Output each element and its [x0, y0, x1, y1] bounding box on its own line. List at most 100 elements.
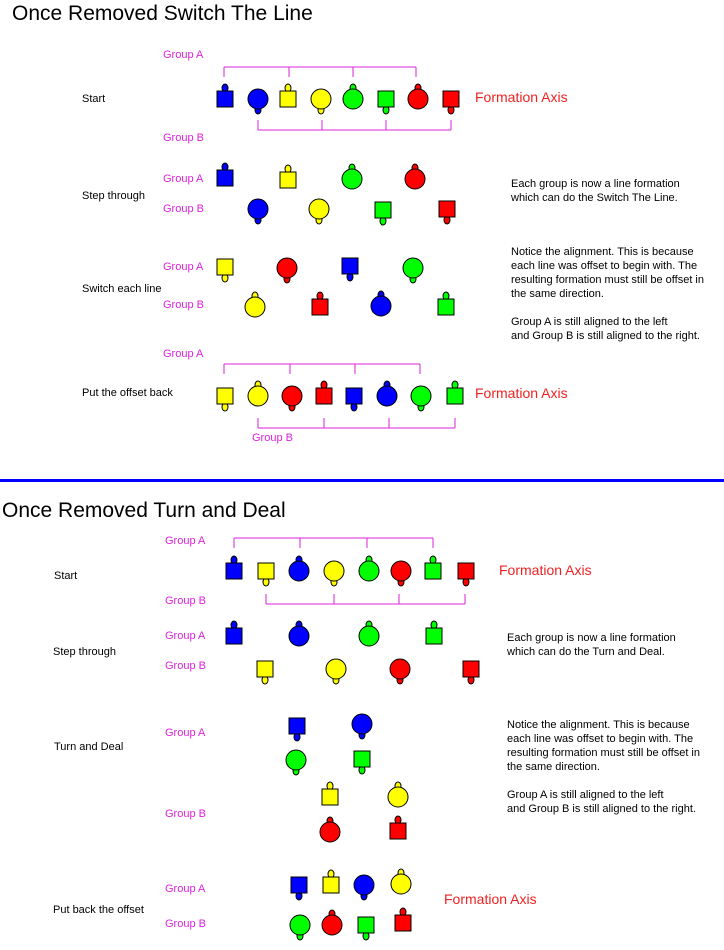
s2-deal-red-girl-dancer-7 [319, 816, 341, 843]
s2-note-alignment: Notice the alignment. This is because ea… [507, 719, 700, 815]
s1-note-alignment: Notice the alignment. This is because ea… [511, 246, 704, 342]
s2-step-yellow-boy-dancer-5 [256, 660, 274, 685]
s1-switch-group-a-label: Group A [163, 261, 204, 273]
s1-step-blue-girl-dancer-5 [247, 198, 269, 225]
s1-start-yellow-boy-dancer-3 [279, 83, 297, 108]
s2-step-green-boy-dancer-4 [425, 620, 443, 645]
s2-offset-formation-axis-label: Formation Axis [444, 891, 537, 907]
s1-switch-blue-girl-dancer-7 [370, 290, 392, 317]
s2-offset-green-girl-dancer-5 [289, 914, 311, 941]
s1-step-green-girl-dancer-3 [341, 163, 363, 190]
s1-note-line-formation: Each group is now a line formation which… [511, 178, 680, 204]
s2-step-green-girl-dancer-3 [358, 620, 380, 647]
s2-offset-group-a-label: Group A [165, 883, 206, 895]
s1-step-red-girl-dancer-4 [404, 163, 426, 190]
s2-start-green-girl-dancer-5 [358, 555, 380, 582]
s2-step-group-a-label: Group A [165, 630, 206, 642]
s1-switch-red-boy-dancer-6 [311, 291, 329, 316]
s1-switch-blue-boy-dancer-3 [341, 257, 359, 282]
s2-start-yellow-boy-dancer-2 [257, 562, 275, 587]
section1-step-offset-back: Put the offset back [82, 387, 173, 399]
s2-offset-blue-girl-dancer-3 [353, 874, 375, 901]
s1-switch-yellow-boy-dancer-1 [216, 258, 234, 283]
s1-step-red-boy-dancer-8 [438, 200, 456, 225]
s2-step-group-b-label: Group B [165, 660, 206, 672]
s2-offset-green-boy-dancer-7 [357, 916, 375, 941]
s2-deal-red-boy-dancer-8 [389, 815, 407, 840]
section1-step-start: Start [82, 93, 106, 105]
s2-start-yellow-girl-dancer-4 [323, 560, 345, 587]
s2-start-group-b-bracket [265, 594, 466, 605]
section2-step-step-through: Step through [53, 646, 116, 658]
s1-start-group-a-label: Group A [163, 49, 204, 61]
s1-offset-red-boy-dancer-4 [315, 380, 333, 405]
s1-offset-group-b-label: Group B [252, 432, 293, 444]
s1-switch-yellow-girl-dancer-5 [244, 291, 266, 318]
s2-start-blue-boy-dancer-1 [225, 555, 243, 580]
s1-start-group-a-bracket [223, 66, 417, 77]
section2-step-offset-back: Put back the offset [53, 904, 144, 916]
section2-step-turn-deal: Turn and Deal [54, 741, 124, 753]
s2-offset-yellow-boy-dancer-2 [322, 869, 340, 894]
s1-start-green-boy-dancer-6 [377, 90, 395, 115]
s1-step-green-boy-dancer-7 [374, 201, 392, 226]
s2-start-red-girl-dancer-6 [390, 560, 412, 587]
section2-step-start: Start [54, 570, 78, 582]
s1-start-formation-axis-label: Formation Axis [475, 89, 568, 105]
s2-offset-blue-boy-dancer-1 [290, 876, 308, 901]
s2-start-green-boy-dancer-7 [424, 555, 442, 580]
s2-offset-red-boy-dancer-8 [394, 907, 412, 932]
section1-step-step-through: Step through [82, 190, 145, 202]
s1-offset-green-girl-dancer-7 [410, 385, 432, 412]
s1-step-group-b-label: Group B [163, 203, 204, 215]
s1-switch-group-b-label: Group B [163, 299, 204, 311]
s2-deal-group-b-label: Group B [165, 808, 206, 820]
s1-start-group-b-bracket [257, 120, 452, 131]
s1-offset-group-a-bracket [223, 363, 421, 374]
s1-start-group-b-label: Group B [163, 132, 204, 144]
s2-step-red-girl-dancer-7 [389, 658, 411, 685]
s1-start-red-boy-dancer-8 [442, 90, 460, 115]
s2-offset-yellow-girl-dancer-4 [390, 868, 412, 895]
s2-start-red-boy-dancer-8 [457, 562, 475, 587]
s1-offset-green-boy-dancer-8 [446, 380, 464, 405]
s1-offset-red-girl-dancer-3 [281, 385, 303, 412]
s1-offset-group-a-label: Group A [163, 348, 204, 360]
section1-step-switch: Switch each line [82, 283, 162, 295]
s2-step-blue-boy-dancer-1 [225, 620, 243, 645]
s2-deal-yellow-girl-dancer-6 [387, 781, 409, 808]
s1-step-yellow-boy-dancer-2 [279, 164, 297, 189]
s2-deal-green-boy-dancer-4 [353, 750, 371, 775]
s1-step-blue-boy-dancer-1 [216, 162, 234, 187]
s2-start-blue-girl-dancer-3 [288, 555, 310, 582]
s2-step-red-boy-dancer-8 [462, 660, 480, 685]
section2-title: Once Removed Turn and Deal [2, 499, 286, 522]
s1-start-green-girl-dancer-5 [342, 83, 364, 110]
s1-start-red-girl-dancer-7 [407, 83, 429, 110]
s2-offset-red-girl-dancer-6 [321, 909, 343, 936]
s1-start-blue-girl-dancer-2 [247, 88, 269, 115]
section-divider [0, 479, 724, 482]
s1-switch-green-girl-dancer-4 [402, 257, 424, 284]
s2-deal-yellow-boy-dancer-5 [321, 781, 339, 806]
s1-offset-blue-girl-dancer-6 [376, 380, 398, 407]
s2-step-blue-girl-dancer-2 [288, 620, 310, 647]
s2-start-group-b-label: Group B [165, 595, 206, 607]
s1-switch-green-boy-dancer-8 [437, 291, 455, 316]
s1-start-yellow-girl-dancer-4 [310, 88, 332, 115]
s2-note-line-formation: Each group is now a line formation which… [507, 632, 676, 658]
s2-offset-group-b-label: Group B [165, 918, 206, 930]
s1-start-blue-boy-dancer-1 [216, 83, 234, 108]
s2-deal-green-girl-dancer-3 [285, 749, 307, 776]
s1-step-group-a-label: Group A [163, 173, 204, 185]
s2-deal-group-a-label: Group A [165, 727, 206, 739]
s1-offset-yellow-girl-dancer-2 [247, 380, 269, 407]
s2-start-group-a-label: Group A [165, 535, 206, 547]
s1-offset-yellow-boy-dancer-1 [216, 387, 234, 412]
s1-offset-group-b-bracket [257, 418, 456, 429]
s2-start-formation-axis-label: Formation Axis [499, 562, 592, 578]
s2-step-yellow-girl-dancer-6 [325, 658, 347, 685]
s1-offset-formation-axis-label: Formation Axis [475, 385, 568, 401]
s2-deal-blue-boy-dancer-1 [288, 717, 306, 742]
